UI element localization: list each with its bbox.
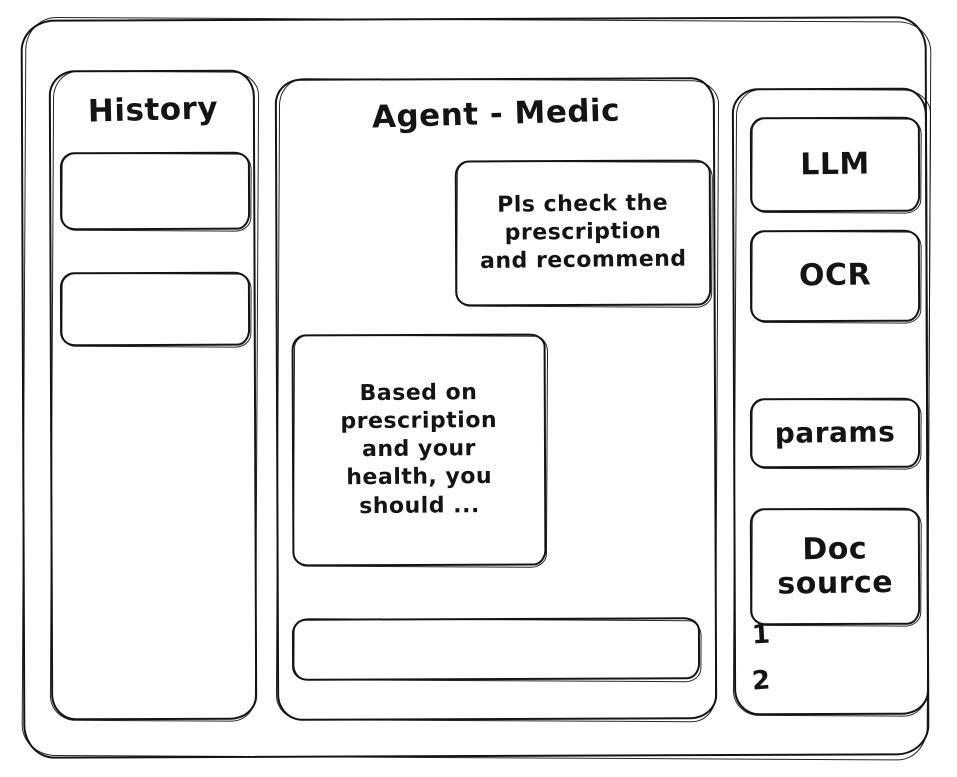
tool-button-doc-source[interactable]: Doc source [749,507,922,627]
tool-doc-source-label: Doc source [777,530,894,602]
chat-bubble-user: Pls check the prescription and recommend [454,159,713,308]
tool-button-llm[interactable]: LLM [749,116,922,214]
history-list-item[interactable] [59,151,252,232]
tool-button-ocr[interactable]: OCR [749,229,922,324]
history-panel-title: History [87,90,219,130]
doc-source-ref-item[interactable]: 2 [750,665,772,697]
history-list-item[interactable] [59,271,252,348]
message-input-stroke-inner [293,618,702,683]
tool-llm-label: LLM [799,145,871,182]
history-item-stroke-inner [61,272,252,348]
tool-params-label: params [774,415,896,450]
tool-button-params[interactable]: params [749,397,922,470]
chat-bubble-assistant-text: Based on prescription and your health, y… [340,380,498,519]
tool-ocr-label: OCR [798,257,872,294]
chat-bubble-user-text: Pls check the prescription and recommend [479,190,687,275]
history-item-stroke-inner [61,152,252,232]
doc-source-ref-item[interactable]: 1 [751,619,772,651]
chat-bubble-assistant: Based on prescription and your health, y… [291,333,549,568]
message-input[interactable] [291,617,702,683]
